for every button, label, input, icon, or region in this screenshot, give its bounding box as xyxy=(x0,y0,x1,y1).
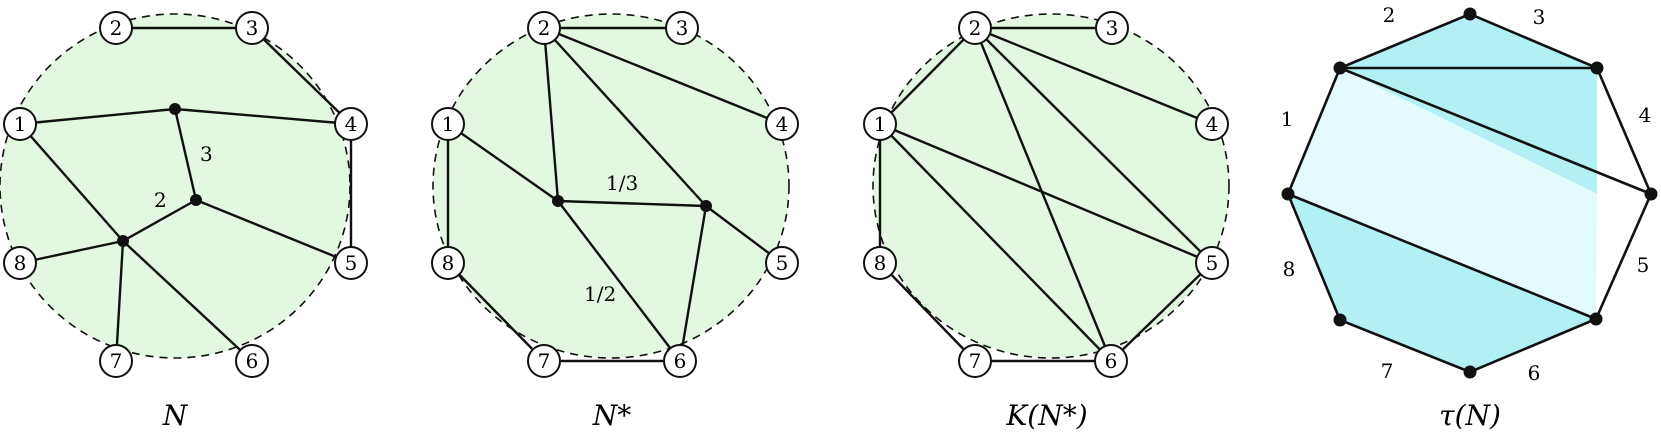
svg-text:4: 4 xyxy=(345,112,358,136)
interior-vertices xyxy=(552,195,712,212)
edge-label: 1/2 xyxy=(584,282,616,306)
svg-text:1: 1 xyxy=(874,112,887,136)
vertex-8: 8 xyxy=(863,246,897,280)
vertices xyxy=(1281,7,1658,379)
vertex-2: 2 xyxy=(958,11,992,45)
side-label-5: 5 xyxy=(1637,253,1650,277)
vertex-5: 5 xyxy=(1195,246,1229,280)
svg-text:2: 2 xyxy=(969,16,982,40)
panel-N-star: 1/3 1/2 1 2 3 4 5 6 7 8 N* xyxy=(431,11,799,432)
svg-text:5: 5 xyxy=(776,251,789,275)
svg-text:6: 6 xyxy=(246,349,259,373)
disk-boundary xyxy=(872,13,1230,359)
vertex-3: 3 xyxy=(1095,11,1129,45)
vertex-6: 6 xyxy=(1094,344,1128,378)
svg-text:7: 7 xyxy=(969,349,982,373)
svg-text:6: 6 xyxy=(674,349,687,373)
boundary-vertices: 1 2 3 4 5 6 7 8 xyxy=(431,11,799,378)
vertex-2: 2 xyxy=(527,11,561,45)
side-label-6: 6 xyxy=(1528,361,1541,385)
svg-text:2: 2 xyxy=(110,16,123,40)
svg-text:5: 5 xyxy=(345,251,358,275)
svg-text:2: 2 xyxy=(538,16,551,40)
vertex-6: 6 xyxy=(663,344,697,378)
svg-text:7: 7 xyxy=(110,349,123,373)
edges xyxy=(878,26,1213,363)
disk-boundary xyxy=(432,13,790,359)
caption-tau-N: τ(N) xyxy=(1439,399,1501,432)
edges xyxy=(19,26,353,362)
svg-text:4: 4 xyxy=(776,112,789,136)
edge-label: 1/3 xyxy=(606,171,638,195)
side-labels: 1 2 3 4 5 6 7 8 xyxy=(1281,3,1652,385)
side-label-1: 1 xyxy=(1281,107,1294,131)
vertex-1: 1 xyxy=(863,107,897,141)
edge-label: 3 xyxy=(200,142,213,166)
vertex-1: 1 xyxy=(431,107,465,141)
vertex-1: 1 xyxy=(3,107,37,141)
vertex-4: 4 xyxy=(1195,107,1229,141)
svg-text:4: 4 xyxy=(1206,112,1219,136)
svg-text:8: 8 xyxy=(874,251,887,275)
side-label-8: 8 xyxy=(1283,257,1296,281)
svg-text:3: 3 xyxy=(676,16,689,40)
interior-vertices xyxy=(117,103,202,247)
boundary-vertices: 1 2 3 4 5 6 7 8 xyxy=(3,11,368,378)
disk-boundary xyxy=(0,13,351,359)
vertex-3: 3 xyxy=(235,11,269,45)
vertex-4: 4 xyxy=(765,107,799,141)
region-bottom xyxy=(1288,194,1596,372)
boundary-vertices: 1 2 3 4 5 6 7 8 xyxy=(863,11,1229,378)
side-label-3: 3 xyxy=(1533,5,1546,29)
side-label-7: 7 xyxy=(1381,359,1394,383)
svg-text:7: 7 xyxy=(538,349,551,373)
svg-text:6: 6 xyxy=(1105,349,1118,373)
vertex-5: 5 xyxy=(765,246,799,280)
region-middle xyxy=(1288,68,1597,319)
svg-text:1: 1 xyxy=(14,112,27,136)
svg-text:3: 3 xyxy=(246,16,259,40)
side-label-2: 2 xyxy=(1383,3,1396,27)
panel-tau-N: 1 2 3 4 5 6 7 8 τ(N) xyxy=(1281,3,1658,432)
caption-K-N-star: K(N*) xyxy=(1005,399,1087,432)
vertex-8: 8 xyxy=(3,246,37,280)
caption-N: N xyxy=(162,399,189,432)
region-top xyxy=(1340,14,1597,194)
svg-text:3: 3 xyxy=(1106,16,1119,40)
vertex-7: 7 xyxy=(99,344,133,378)
vertex-3: 3 xyxy=(665,11,699,45)
vertex-6: 6 xyxy=(235,344,269,378)
vertex-8: 8 xyxy=(431,246,465,280)
svg-text:1: 1 xyxy=(442,112,455,136)
svg-text:8: 8 xyxy=(442,251,455,275)
vertex-2: 2 xyxy=(99,11,133,45)
edge-label: 2 xyxy=(154,188,167,212)
vertex-7: 7 xyxy=(527,344,561,378)
panel-N: 3 2 1 2 3 4 5 6 7 8 N xyxy=(0,11,368,432)
svg-text:8: 8 xyxy=(14,251,27,275)
vertex-5: 5 xyxy=(334,246,368,280)
vertex-4: 4 xyxy=(334,107,368,141)
panel-K-N-star: 1 2 3 4 5 6 7 8 K(N*) xyxy=(863,11,1230,432)
caption-N-star: N* xyxy=(592,399,632,432)
side-label-4: 4 xyxy=(1639,103,1652,127)
svg-text:5: 5 xyxy=(1206,251,1219,275)
vertex-7: 7 xyxy=(958,344,992,378)
edges xyxy=(446,26,783,363)
